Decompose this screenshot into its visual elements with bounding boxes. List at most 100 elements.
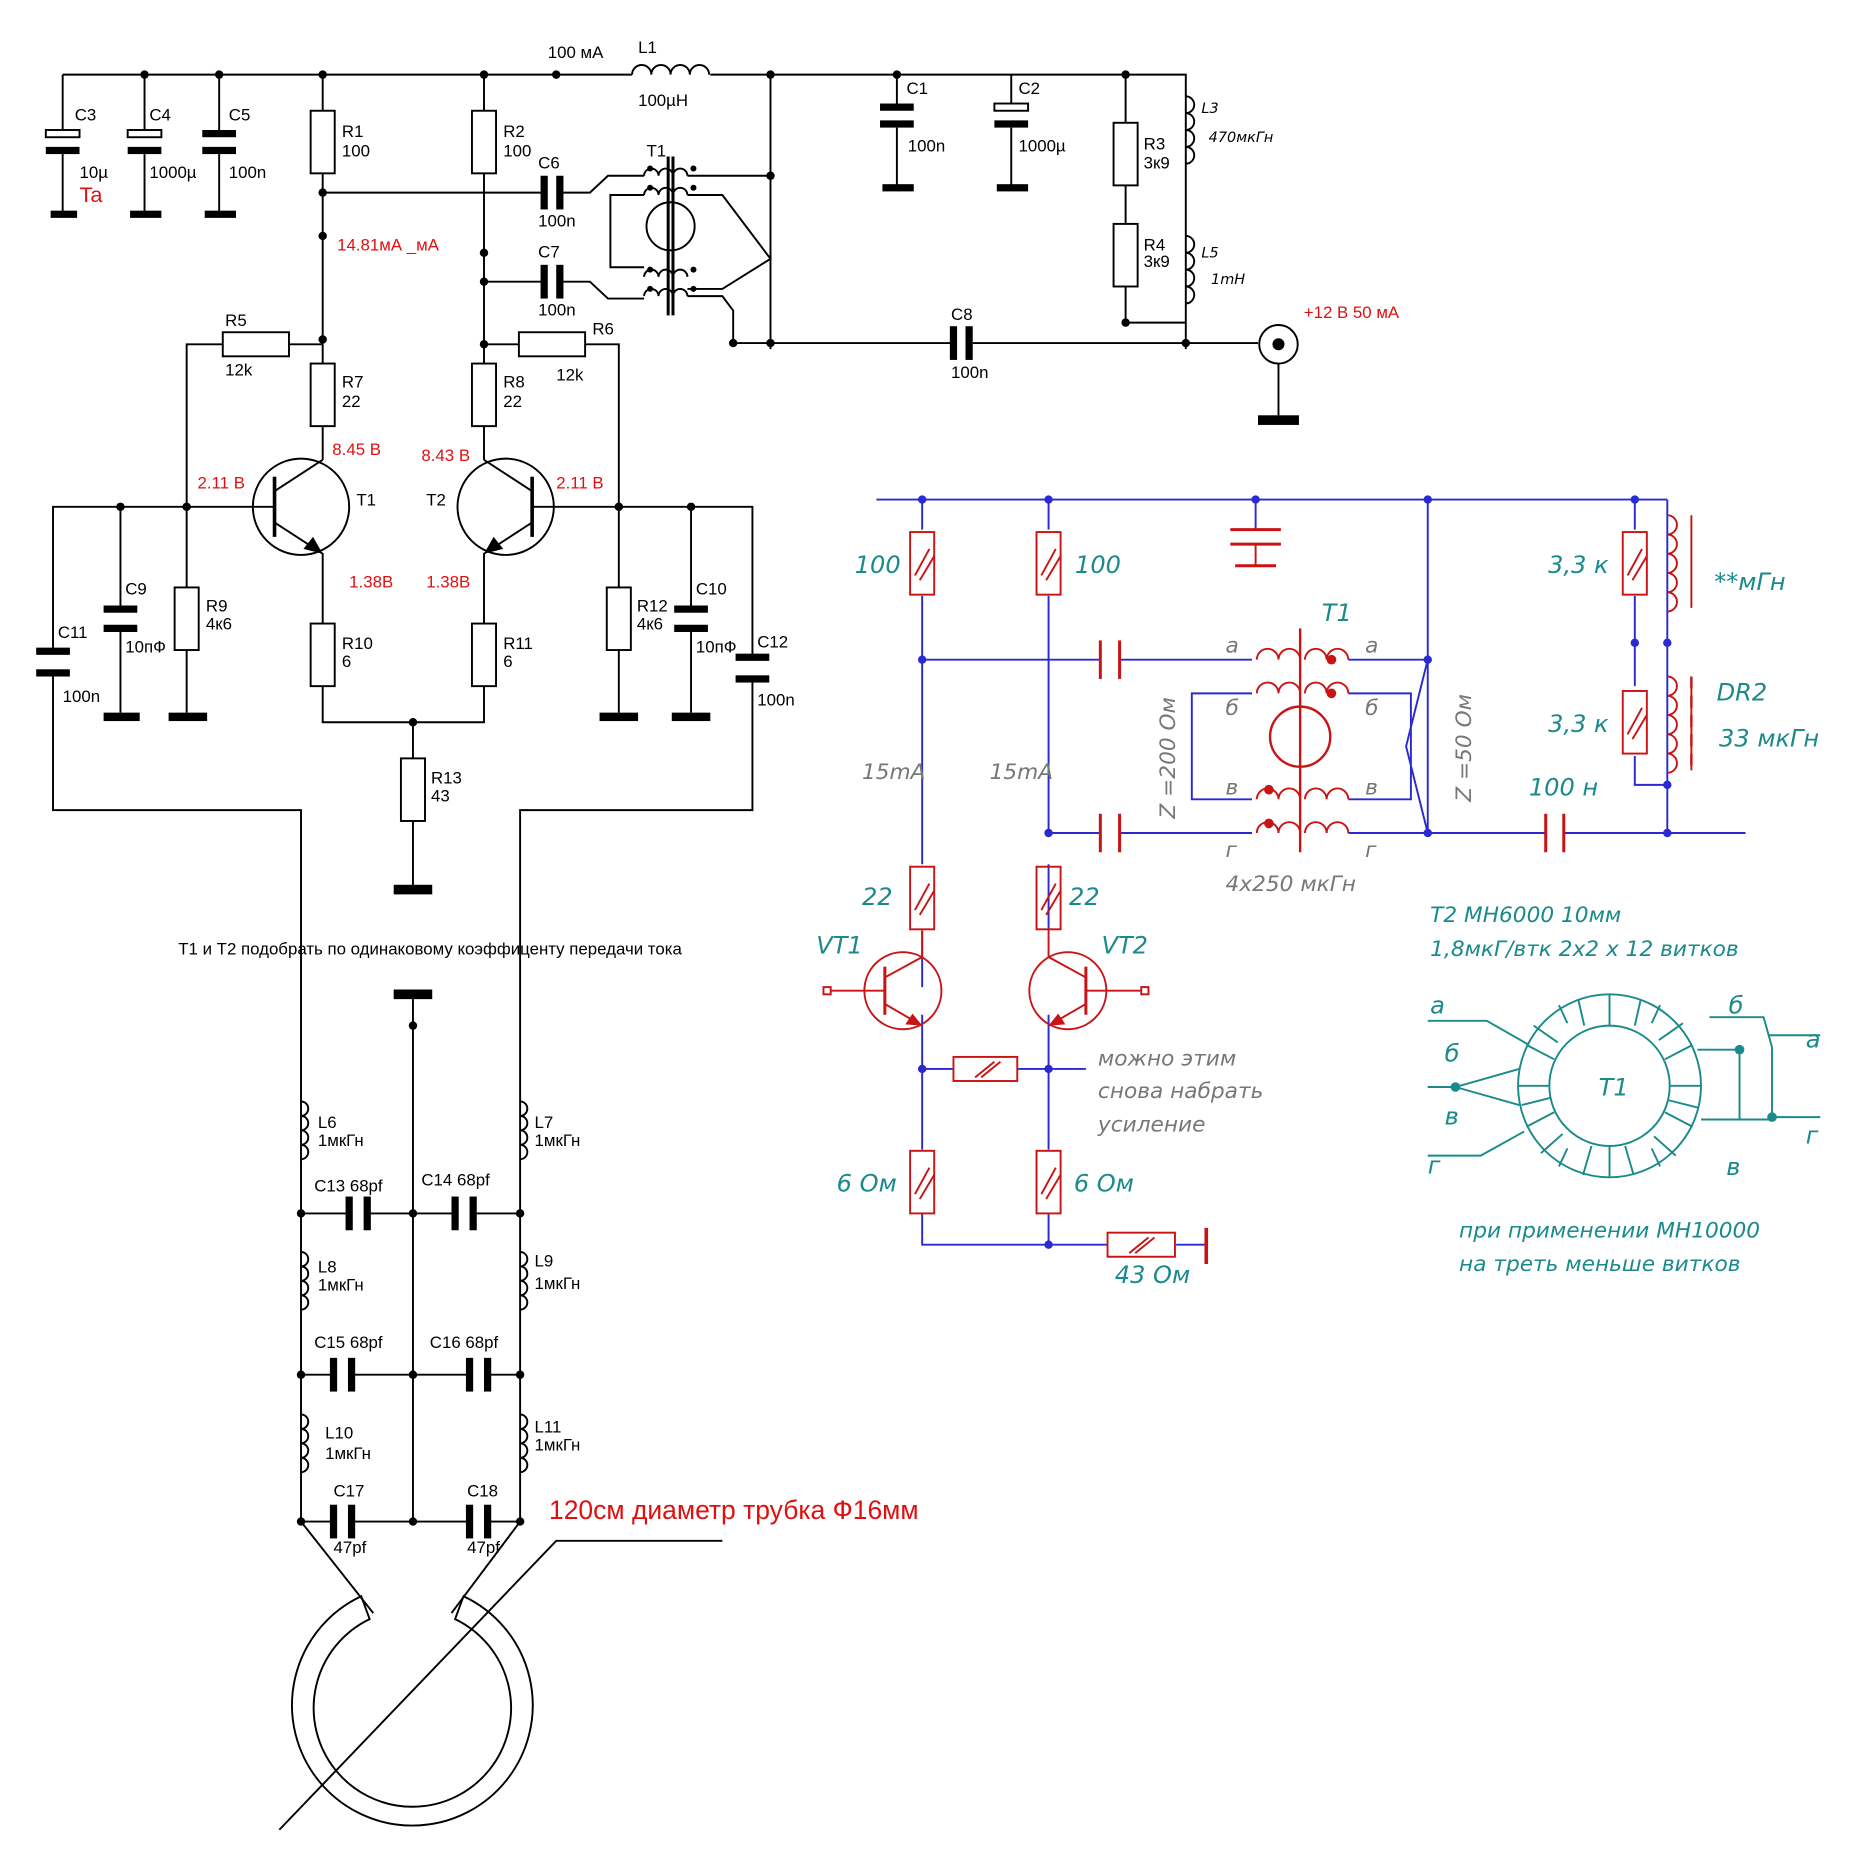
r7-value: 22 [342,392,361,411]
winding-v-left: в [1226,775,1239,800]
dr2-value: 33 мкГн [1719,724,1819,752]
toroid-v-left: в [1445,1102,1459,1130]
vt1-arrow [905,1013,923,1026]
vt1-transistor [822,930,943,1031]
r10-ref: R10 [342,634,373,653]
l3-inductor [1185,95,1196,165]
l11-value: 1мкГн [535,1436,581,1455]
vt1-label: VT1 [816,931,862,959]
core-note-1: T2 МН6000 10мм [1430,903,1621,928]
r4-value: 3к9 [1144,252,1170,271]
c10-value: 10пФ [696,637,737,656]
l5-inductor [1185,234,1196,305]
q1-base-voltage: 2.11 В [197,474,244,493]
c7-plate-a [540,264,548,299]
blue-r-top-left: 100 [855,551,901,579]
blue-schematic: 100 100 15mA 15mA 22 22 VT1 VT2 можно эт… [816,495,1820,1289]
base-right-wires [519,505,754,1522]
c1-plate-b [880,120,914,128]
r11-ref: R11 [503,634,533,653]
c5-plate-top [202,130,237,138]
winding-g-right: г [1365,838,1377,863]
r8-ref: R8 [503,373,525,392]
blue-i-right: 15mA [990,760,1053,785]
c8-plate-b [965,326,973,360]
c11-ref: C11 [58,623,88,642]
q2-emitter-voltage: 1.38В [426,572,470,591]
blue-r-col-left: 22 [862,883,893,911]
c3-plate-bottom [45,146,80,155]
c11-plate-a [36,647,70,655]
r3-r4-chain [1124,74,1186,324]
c11-value: 100n [63,687,100,706]
r10-value: 6 [342,652,351,671]
supply-rail [62,73,1187,350]
c2-plate-a [993,102,1030,112]
l1-value: 100µH [638,91,688,110]
r2-value: 100 [503,141,531,160]
supply-current-label: 100 мА [548,43,604,62]
loop-leader-line [278,1539,723,1831]
r6-body [517,331,587,358]
supply-label: +12 В 50 мА [1304,303,1400,322]
blue-i-left: 15mA [862,760,925,785]
toroid-dots [1450,1044,1777,1122]
r1-value: 100 [342,141,370,160]
l5-value: 1mH [1211,272,1245,288]
c8-value: 100n [951,363,988,382]
c18-value: 47pf [467,1538,500,1557]
ladder-dots [296,1209,525,1526]
q2-transistor [456,457,619,624]
c1-plate-a [880,103,914,111]
c5-value: 100n [229,163,266,182]
winding-b-left: б [1226,696,1239,721]
toroid-g-left: г [1428,1152,1441,1180]
r12-ref: R12 [637,597,668,616]
choke-top [1667,514,1693,613]
winding-b-right: б [1365,696,1378,721]
l10-value: 1мкГн [325,1444,371,1463]
winding-v-right: в [1365,775,1378,800]
c16-label: C16 68pf [430,1333,499,1352]
blue-t1-dots [1264,654,1337,829]
blue-r-top: 3,3 к [1548,551,1609,579]
winding-a-left: а [1226,633,1239,658]
c12-value: 100n [757,690,794,709]
rail-dots [116,70,1191,727]
c5-plate-bottom [202,146,237,155]
l5-ref: L5 [1201,246,1218,262]
c3-plate-top [44,129,81,139]
c7-wires [483,280,645,300]
ladder-ground [393,989,433,1000]
toroid-b-right: б [1729,992,1744,1020]
c10-plate-b [674,624,708,632]
c5-ref: C5 [229,105,251,124]
r6-value: 12k [556,365,584,384]
c7-ref: C7 [538,243,560,262]
r6-wires [483,343,620,507]
r8-body [470,362,497,428]
c9-plate-b [103,624,138,632]
c2-ref: C2 [1018,79,1040,98]
r5-value: 12k [225,361,253,380]
blue-nodes [917,495,1672,1249]
r11-body [470,622,497,688]
choke-dr2 [1667,675,1693,774]
c6-plate-b [556,175,564,210]
vt2-transistor [1028,930,1150,1031]
l1-inductor [631,64,711,75]
c3-note: Ta [80,182,104,207]
vt2-label: VT2 [1102,931,1148,959]
r13-ref: R13 [431,769,462,788]
l8-ref: L8 [318,1257,337,1276]
blue-c-out: 100 н [1529,774,1598,802]
winding-a-right: а [1365,633,1378,658]
c5-ground [204,210,237,218]
l1-ref: L1 [638,38,657,57]
c9-ground [103,712,140,722]
r4-body [1112,222,1139,288]
c13-label: C13 68pf [314,1177,383,1196]
l7-value: 1мкГн [535,1131,581,1150]
l6-ref: L6 [318,1113,337,1132]
c6-ref: C6 [538,154,560,173]
